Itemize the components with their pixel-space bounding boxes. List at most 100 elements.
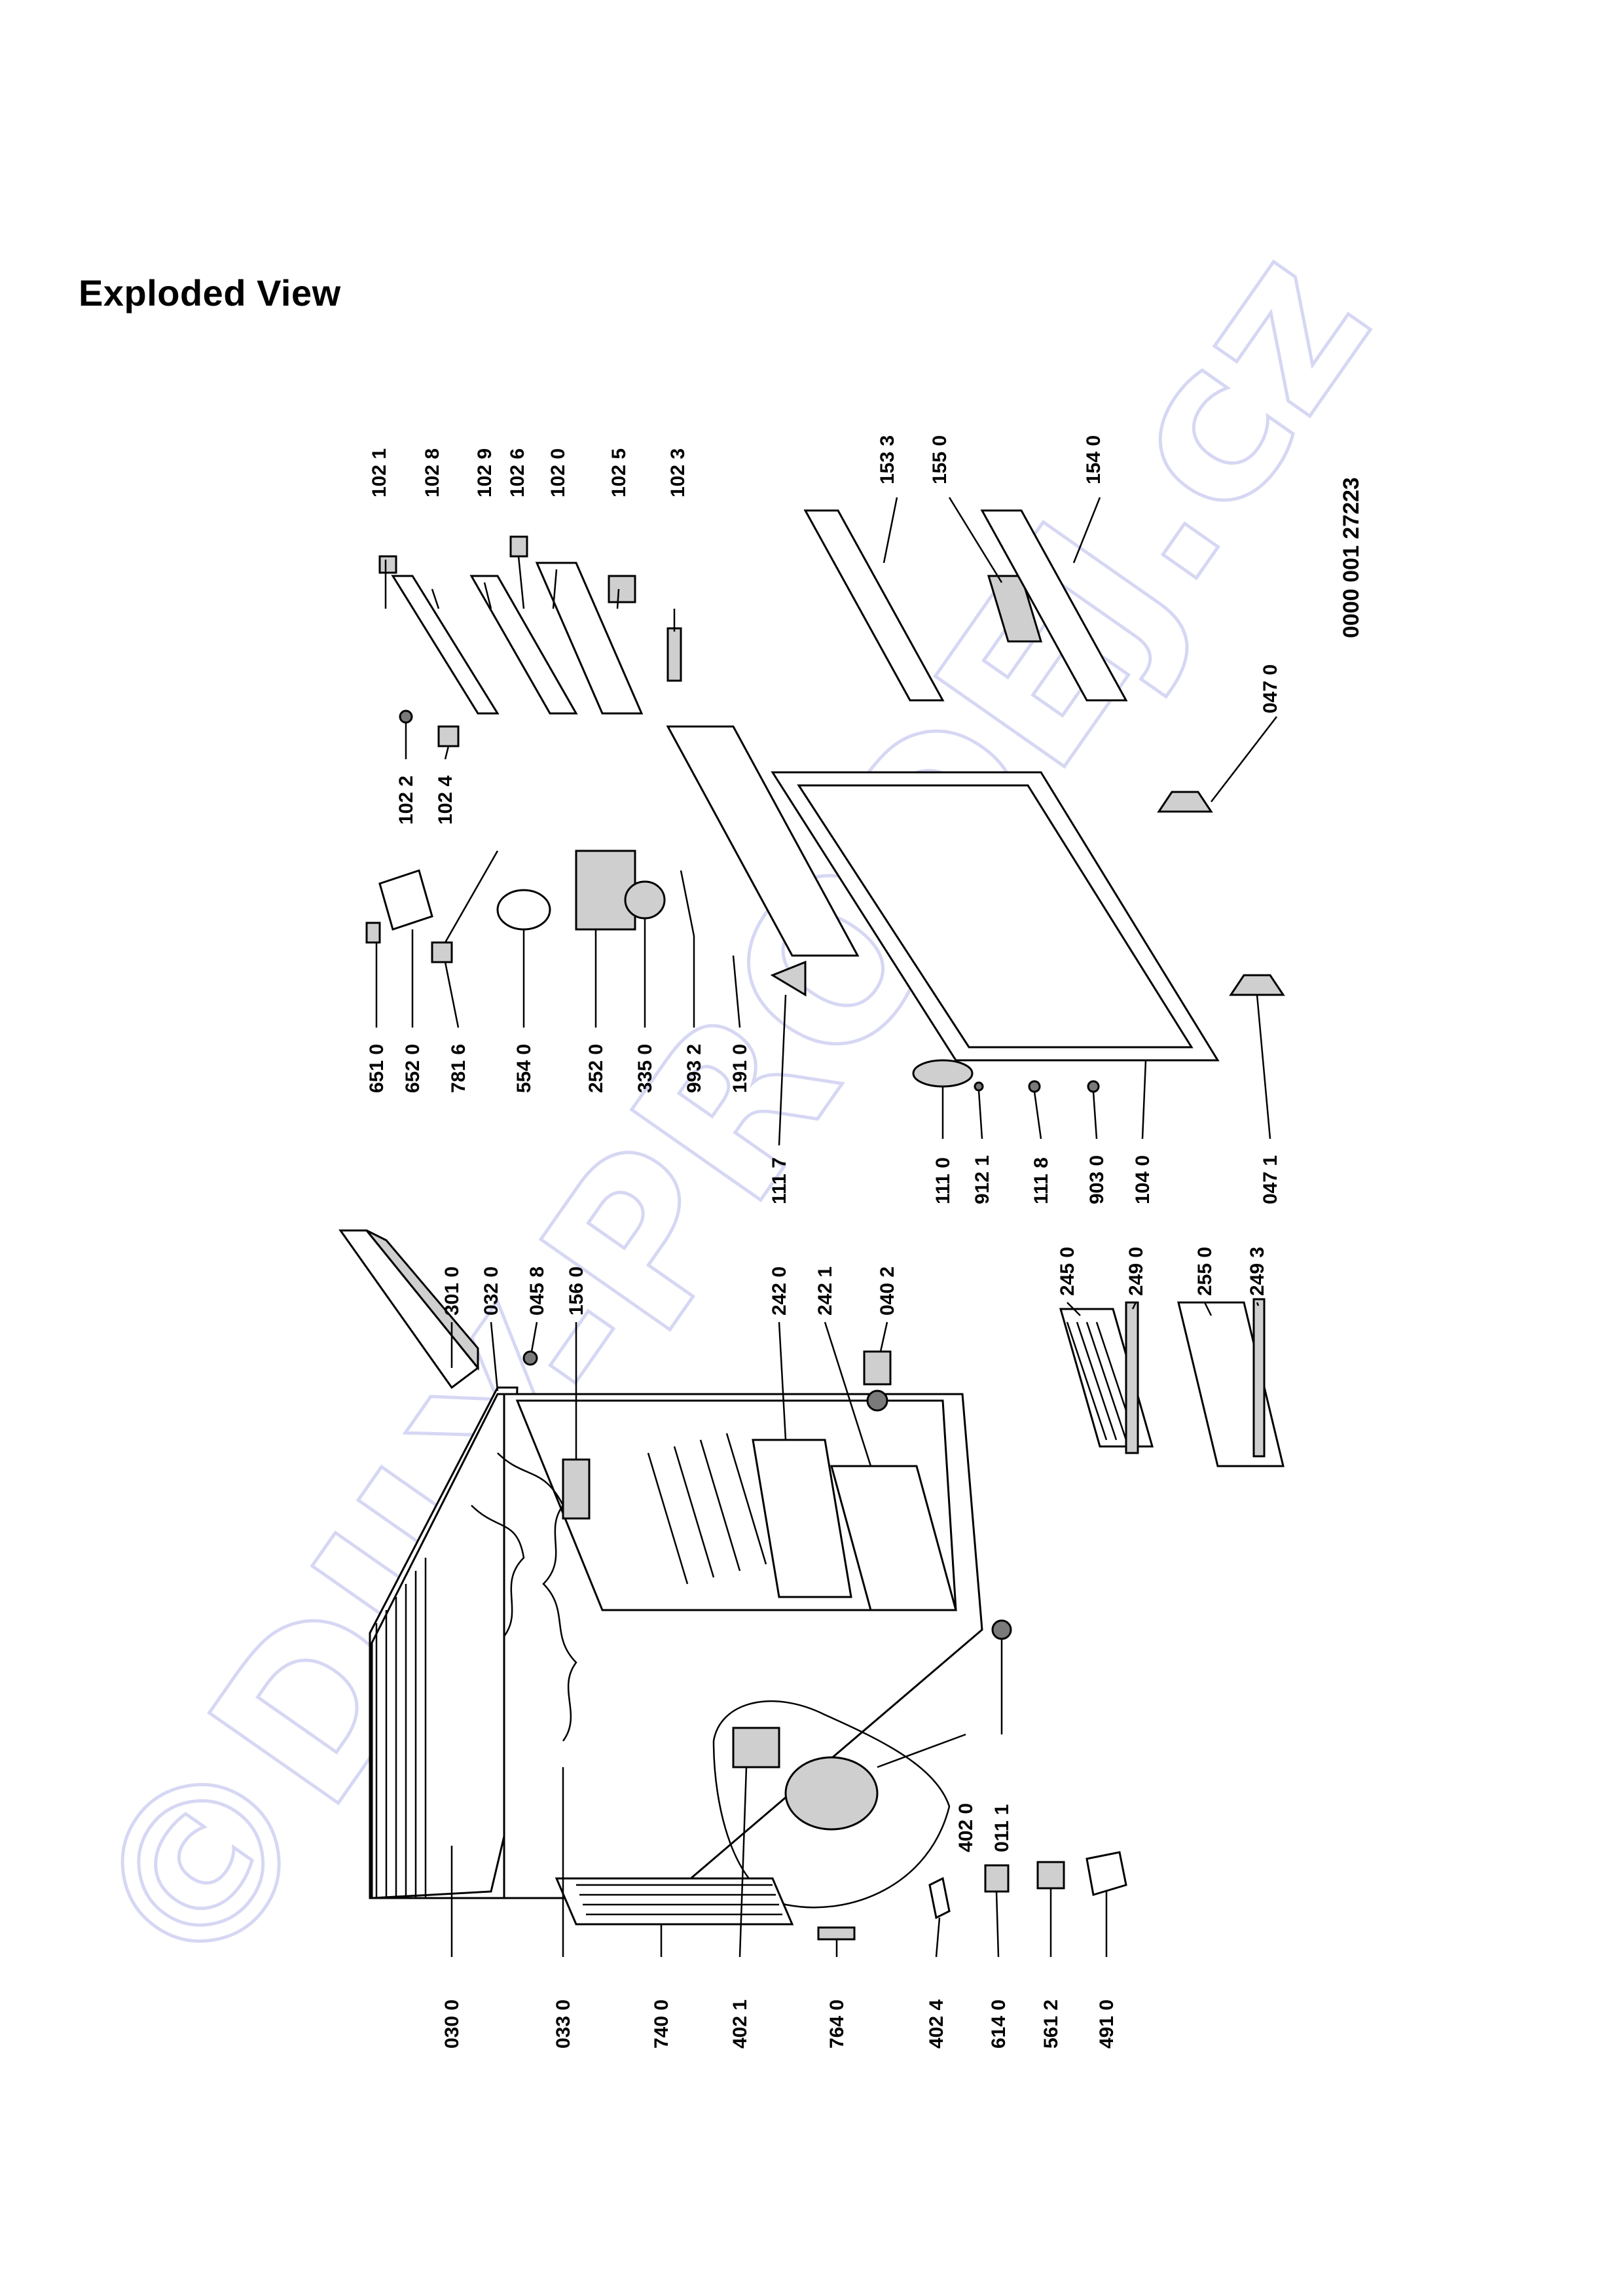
compressor — [784, 1756, 879, 1831]
compressor-relay — [732, 1727, 780, 1768]
label-9932: 993 2 — [684, 1044, 705, 1093]
label-5540: 554 0 — [513, 1044, 535, 1093]
label-2450: 245 0 — [1057, 1247, 1078, 1296]
part-9932 — [680, 870, 695, 937]
part-1023 — [666, 627, 682, 682]
screw-9030 — [1087, 1080, 1100, 1093]
label-7640: 764 0 — [826, 2000, 848, 2049]
egg-tray-1550 — [987, 575, 1043, 643]
page-title: Exploded View — [79, 272, 341, 314]
label-0111: 011 1 — [991, 1804, 1013, 1852]
part-6520 — [378, 869, 433, 931]
part-labels: 102 1 102 8 102 9 102 6 102 0 102 5 102 … — [366, 435, 1281, 2049]
label-1025: 102 5 — [608, 448, 630, 497]
document-number: 0000 001 27223 — [1339, 477, 1364, 638]
label-1029: 102 9 — [474, 448, 496, 497]
label-0330: 033 0 — [553, 2000, 574, 2049]
door-handle — [912, 1059, 974, 1088]
label-4024: 402 4 — [926, 2000, 947, 2049]
label-1028: 102 8 — [422, 448, 443, 497]
freezer-frame-1029 — [469, 575, 578, 715]
leader-lines — [375, 497, 1277, 1958]
label-4910: 491 0 — [1096, 2000, 1118, 2049]
label-0458: 045 8 — [526, 1266, 548, 1316]
label-1910: 191 0 — [729, 1044, 751, 1093]
label-9121: 912 1 — [972, 1155, 993, 1204]
freezer-compartment — [378, 535, 682, 747]
part-1021 — [378, 555, 397, 574]
part-1022 — [399, 709, 413, 724]
label-3350: 335 0 — [634, 1044, 656, 1093]
hinge-foot-0402 — [866, 1390, 888, 1412]
crisper-box-upper — [752, 1439, 852, 1598]
part-6140 — [984, 1864, 1010, 1893]
part-1026 — [509, 535, 528, 558]
freezer-liner-1020 — [535, 562, 644, 715]
part-5540 — [496, 889, 551, 931]
foot-0111 — [991, 1619, 1012, 1640]
door-shelf-1540 — [980, 509, 1128, 702]
label-0300: 030 0 — [441, 2000, 463, 2049]
label-2421: 242 1 — [814, 1266, 836, 1316]
label-1020: 102 0 — [547, 448, 569, 497]
part-1025 — [608, 575, 636, 603]
label-0471: 047 1 — [1260, 1155, 1281, 1204]
glass-shelf — [1177, 1301, 1285, 1467]
label-1022: 102 2 — [395, 776, 417, 825]
foot-0470 — [1157, 791, 1213, 813]
part-6510 — [365, 922, 381, 944]
label-7400: 740 0 — [651, 2000, 672, 2049]
part-5612 — [1036, 1861, 1065, 1890]
top-frame-bar-edge — [365, 1229, 479, 1371]
door-inner — [797, 784, 1194, 1049]
part-4024 — [928, 1876, 951, 1920]
part-7816-rod — [444, 850, 499, 943]
grille-stripes — [375, 1558, 427, 1898]
glass-shelf-trim — [1252, 1298, 1266, 1458]
label-9030: 903 0 — [1086, 1155, 1108, 1204]
foot-0471 — [1229, 974, 1285, 996]
label-1550: 155 0 — [929, 435, 951, 484]
part-7816-knob — [431, 941, 453, 963]
screw-9121 — [974, 1081, 984, 1092]
insulation-texture — [497, 1452, 577, 1742]
part-4910 — [1085, 1851, 1127, 1896]
label-1540: 154 0 — [1083, 435, 1104, 484]
label-6510: 651 0 — [366, 1044, 388, 1093]
insulation-texture-2 — [471, 1505, 525, 1637]
label-5612: 561 2 — [1040, 2000, 1062, 2049]
label-2550: 255 0 — [1194, 1247, 1216, 1296]
label-1040: 104 0 — [1132, 1155, 1154, 1204]
label-2420: 242 0 — [769, 1266, 790, 1316]
door-group — [365, 509, 1285, 1093]
thermostat-parts — [365, 850, 695, 963]
label-2520: 252 0 — [585, 1044, 607, 1093]
condenser-grid — [555, 1877, 794, 1926]
condenser-lines — [576, 1884, 782, 1916]
part-1024 — [437, 725, 460, 747]
label-1026: 102 6 — [507, 448, 528, 497]
screw-1118 — [1028, 1080, 1041, 1093]
label-6140: 614 0 — [988, 2000, 1010, 2049]
label-1024: 102 4 — [435, 776, 456, 825]
label-1021: 102 1 — [369, 448, 390, 497]
cabinet-group — [338, 1229, 1285, 1941]
door-gasket — [666, 725, 860, 957]
label-2490: 249 0 — [1125, 1247, 1147, 1296]
label-1023: 102 3 — [667, 448, 689, 497]
door-shelf-1533 — [803, 509, 945, 702]
label-3010: 301 0 — [441, 1266, 463, 1316]
label-0470: 047 0 — [1260, 664, 1281, 713]
part-2520 — [575, 850, 636, 931]
crisper-box-lower — [830, 1465, 957, 1611]
hinge-0402 — [863, 1350, 892, 1386]
screw-0458 — [522, 1350, 538, 1366]
label-1110: 111 0 — [932, 1157, 954, 1204]
rack-trim — [1125, 1301, 1139, 1454]
shelf-rails — [647, 1433, 767, 1585]
part-3350 — [624, 880, 666, 920]
hinge-cap-1117 — [770, 960, 807, 997]
label-1117: 111 7 — [769, 1157, 790, 1204]
label-0402: 040 2 — [877, 1266, 898, 1316]
